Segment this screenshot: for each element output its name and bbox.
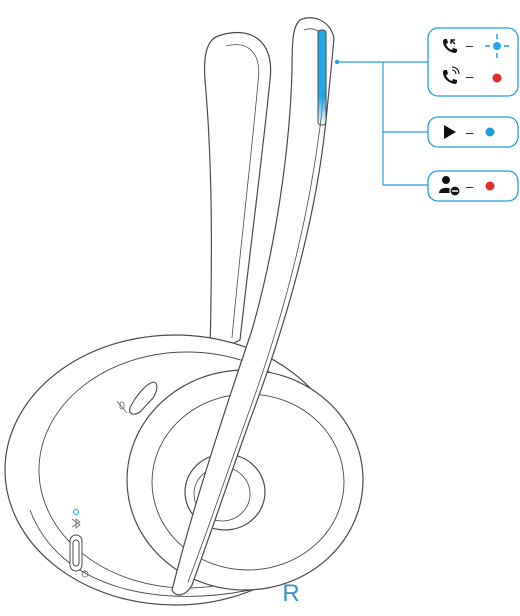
led-blue-solid [485, 127, 495, 137]
connector-anchor [334, 59, 340, 65]
svg-text:–: – [466, 125, 474, 140]
power-switch [69, 534, 83, 572]
do-not-disturb-icon [439, 176, 461, 197]
power-icon [81, 570, 89, 578]
led-light-blue-flashing [485, 34, 509, 58]
play-icon [444, 125, 456, 139]
mute-button [129, 381, 158, 415]
bluetooth-icon [71, 518, 81, 529]
front-headband [171, 17, 335, 596]
rear-headband [203, 31, 272, 356]
led-light-strip [317, 29, 327, 126]
mute-icon [116, 400, 128, 414]
active-call-icon [443, 66, 460, 84]
legend-box-media: – [427, 116, 519, 148]
legend-box-call: – – [427, 27, 519, 97]
svg-text:–: – [466, 179, 474, 194]
legend-box-busy: – [427, 170, 519, 202]
side-label: R [282, 580, 300, 607]
svg-text:–: – [466, 69, 474, 84]
led-red-solid [485, 181, 495, 191]
led-red-solid [492, 73, 502, 83]
incoming-call-icon [443, 39, 457, 53]
callout-connectors [338, 61, 428, 186]
status-led [72, 508, 80, 516]
svg-text:–: – [466, 38, 474, 53]
